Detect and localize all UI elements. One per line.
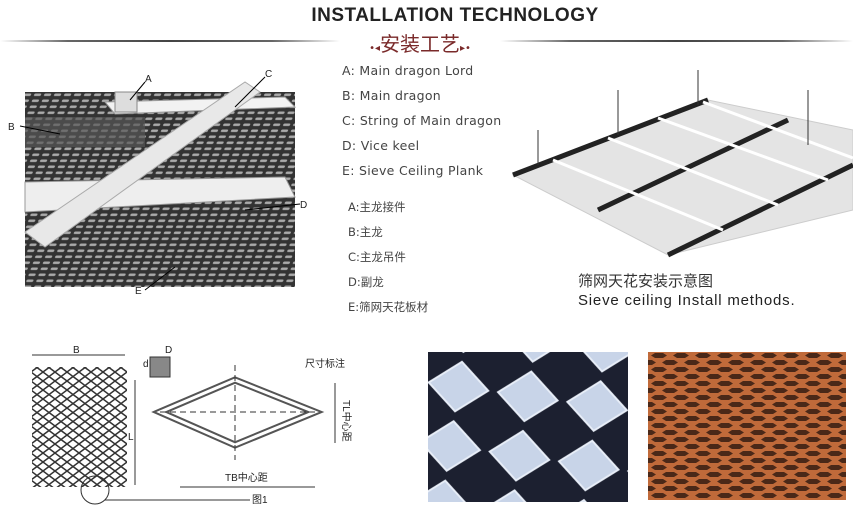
svg-text:图1: 图1	[252, 494, 268, 505]
svg-text:B: B	[73, 345, 80, 356]
svg-text:B: B	[8, 122, 15, 133]
part-label-cn-c: C:主龙吊件	[348, 250, 406, 264]
mesh-dimension-drawing: B L 图1 D d TL中心距 TB中心距 尺寸标注	[32, 345, 353, 505]
divider-left	[0, 40, 340, 42]
hexagon-mesh-photo	[648, 352, 846, 500]
section-subtitle: •◂安装工艺▸•	[369, 32, 471, 56]
install-caption-cn: 筛网天花安装示意图	[578, 272, 714, 290]
svg-text:A: A	[145, 74, 152, 85]
part-label-cn-e: E:筛网天花板材	[348, 300, 429, 314]
svg-text:C: C	[265, 69, 272, 80]
part-label-en-b: B: Main dragon	[342, 88, 442, 103]
divider-right	[500, 40, 853, 42]
svg-text:d: d	[143, 359, 149, 370]
svg-text:TB中心距: TB中心距	[225, 471, 268, 484]
part-label-en-e: E: Sieve Ceiling Plank	[342, 163, 484, 178]
part-label-cn-b: B:主龙	[348, 225, 383, 239]
svg-text:TL中心距: TL中心距	[340, 400, 353, 442]
part-label-cn-d: D:副龙	[348, 275, 384, 289]
svg-text:L: L	[128, 432, 134, 443]
svg-text:尺寸标注: 尺寸标注	[305, 357, 345, 370]
svg-text:D: D	[300, 200, 307, 211]
svg-text:E: E	[135, 286, 142, 297]
install-caption-en: Sieve ceiling Install methods.	[578, 292, 796, 309]
svg-text:D: D	[165, 345, 172, 356]
part-label-en-a: A: Main dragon Lord	[342, 63, 474, 78]
ceiling-install-image	[511, 70, 853, 258]
diamond-mesh-photo	[428, 352, 628, 502]
page-title: INSTALLATION TECHNOLOGY	[311, 5, 599, 26]
part-label-en-c: C: String of Main dragon	[342, 113, 502, 128]
installation-closeup-image: A C B D E	[8, 69, 307, 297]
part-label-cn-a: A:主龙接件	[348, 200, 406, 214]
part-label-en-d: D: Vice keel	[342, 138, 420, 153]
